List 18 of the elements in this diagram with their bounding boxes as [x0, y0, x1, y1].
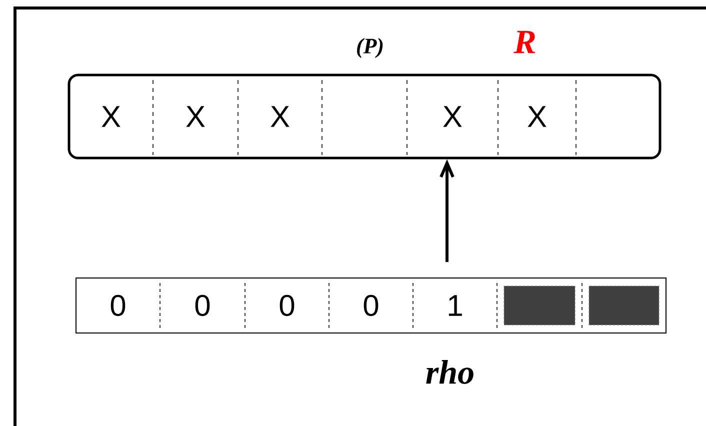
array-row: [76, 278, 666, 334]
label: (P): [357, 38, 383, 58]
array-cell: X: [186, 106, 205, 127]
array-box: [68, 74, 662, 160]
array-cell: X: [270, 106, 290, 127]
array-cell: 0: [364, 294, 378, 316]
filled-block: [588, 286, 660, 326]
array-cell: 0: [280, 294, 294, 316]
array-cell: X: [528, 106, 546, 127]
array-cell: 0: [110, 294, 126, 316]
cell-label: R: [514, 30, 536, 54]
array-cell: X: [102, 106, 120, 127]
array-cell: 0: [195, 294, 210, 316]
arrow: [440, 159, 454, 262]
array-cell: X: [443, 106, 462, 127]
cell-label: rho: [426, 360, 474, 384]
filled-block: [504, 286, 576, 326]
array-cell: 1: [448, 295, 462, 316]
